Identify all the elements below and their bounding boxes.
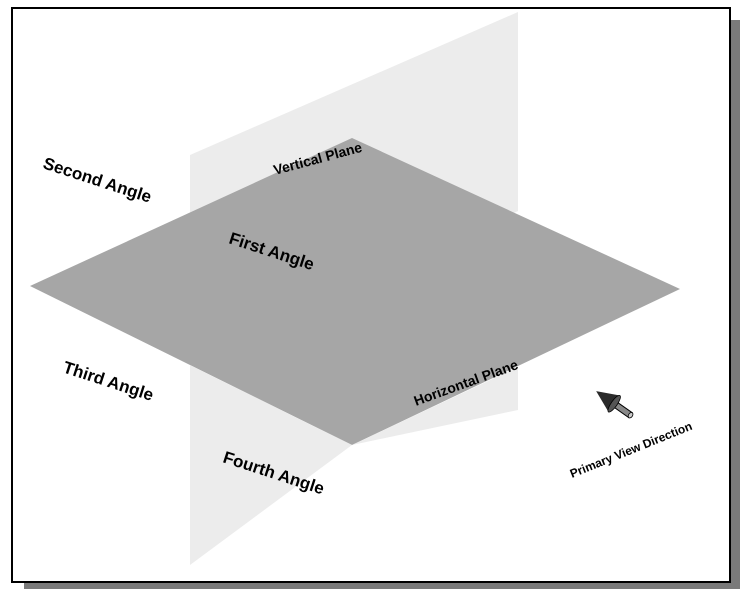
- arrow-cone-icon: [596, 391, 634, 419]
- vertical-plane-lower-front: [190, 365, 352, 565]
- vertical-plane-lower-back: [352, 367, 518, 445]
- horizontal-plane: [30, 138, 680, 445]
